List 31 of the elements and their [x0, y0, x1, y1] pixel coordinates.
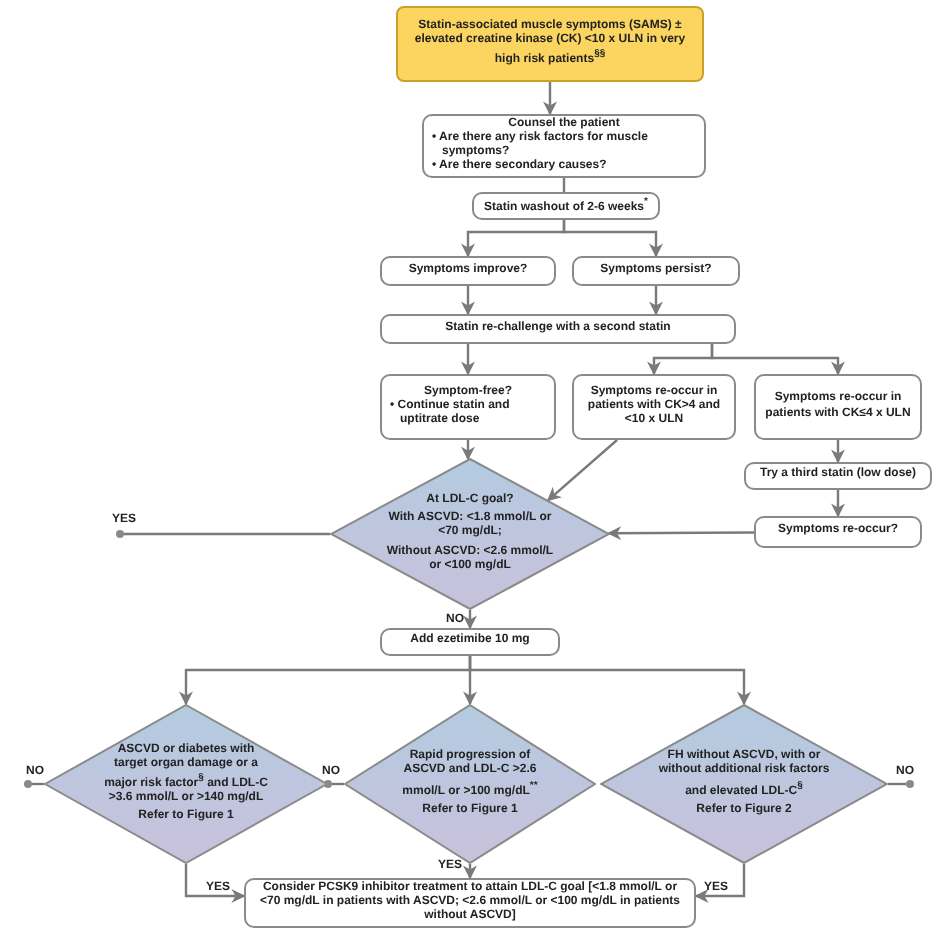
arrow — [463, 864, 477, 880]
arrow — [607, 526, 754, 541]
process-box — [754, 516, 922, 548]
process-box — [380, 256, 556, 286]
arrow — [831, 440, 845, 464]
arrow — [468, 656, 751, 706]
process-box — [472, 192, 660, 220]
arrow — [543, 82, 557, 116]
arrow — [831, 490, 845, 518]
process-box — [572, 256, 740, 286]
process-box — [572, 374, 736, 440]
process-box — [244, 878, 696, 928]
arrow — [461, 344, 475, 376]
arrow — [562, 220, 663, 258]
start-box — [396, 6, 704, 82]
arrow — [710, 344, 845, 376]
arrow — [694, 864, 746, 903]
process-box — [422, 114, 706, 178]
arrow — [649, 286, 663, 316]
arrow — [463, 610, 477, 630]
process-box — [744, 462, 932, 490]
process-box — [380, 628, 560, 656]
process-box — [380, 314, 736, 344]
process-box — [754, 374, 922, 440]
arrow — [546, 439, 618, 502]
arrow — [184, 864, 246, 903]
decision-diamond — [600, 704, 888, 864]
decision-diamond — [330, 458, 610, 610]
arrow — [461, 286, 475, 316]
process-box — [380, 374, 556, 440]
arrow — [461, 440, 475, 461]
